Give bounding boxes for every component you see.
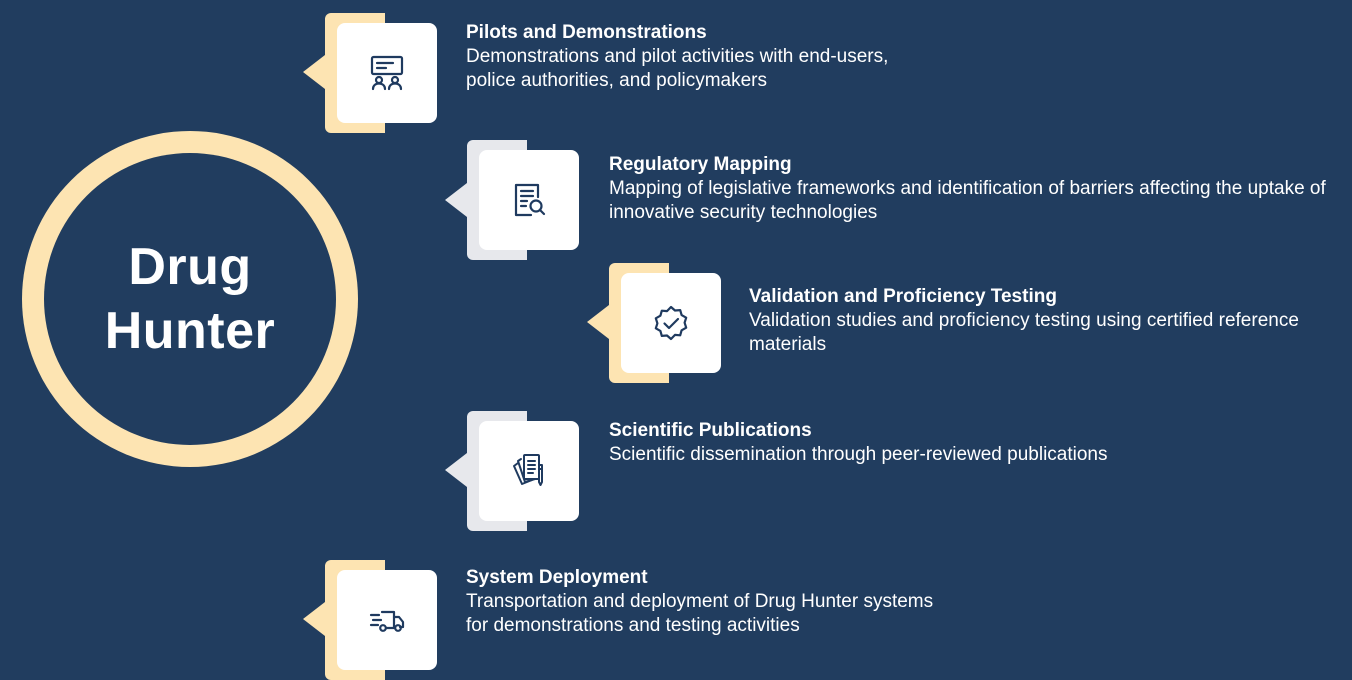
center-circle: Drug Hunter — [44, 153, 336, 445]
center-title: Drug Hunter — [70, 235, 310, 363]
node-text: Validation and Proficiency Testing Valid… — [749, 285, 1339, 357]
node-pointer — [303, 55, 325, 89]
icon-card — [621, 273, 721, 373]
node-pointer — [587, 305, 609, 339]
document-search-icon — [514, 183, 546, 217]
presentation-icon — [370, 55, 404, 91]
delivery-truck-icon — [369, 610, 405, 632]
documents-pen-icon — [513, 454, 543, 486]
item-title: Pilots and Demonstrations — [466, 22, 707, 43]
item-description: Scientific dissemination through peer-re… — [609, 444, 1108, 465]
item-description: Demonstrations and pilot activities with… — [466, 46, 889, 91]
node-pointer — [445, 183, 467, 217]
center-title-line2: Hunter — [104, 302, 276, 360]
item-description: Transportation and deployment of Drug Hu… — [466, 591, 934, 636]
item-description: Mapping of legislative frameworks and id… — [609, 178, 1326, 223]
icon-card — [337, 570, 437, 670]
item-title: Scientific Publications — [609, 420, 812, 441]
icon-card — [479, 421, 579, 521]
item-title: Validation and Proficiency Testing — [749, 286, 1057, 307]
icon-card — [479, 150, 579, 250]
verified-badge-icon — [654, 305, 688, 341]
node-text: Regulatory Mapping Mapping of legislativ… — [609, 153, 1349, 225]
node-text: Scientific Publications Scientific disse… — [609, 419, 1109, 467]
node-pointer — [445, 453, 467, 487]
node-text: System Deployment Transportation and dep… — [466, 566, 936, 638]
item-description: Validation studies and proficiency testi… — [749, 310, 1299, 355]
item-title: System Deployment — [466, 567, 648, 588]
node-text: Pilots and Demonstrations Demonstrations… — [466, 21, 936, 93]
icon-card — [337, 23, 437, 123]
center-ring: Drug Hunter — [22, 131, 358, 467]
item-title: Regulatory Mapping — [609, 154, 792, 175]
center-title-line1: Drug — [128, 238, 252, 296]
node-pointer — [303, 602, 325, 636]
